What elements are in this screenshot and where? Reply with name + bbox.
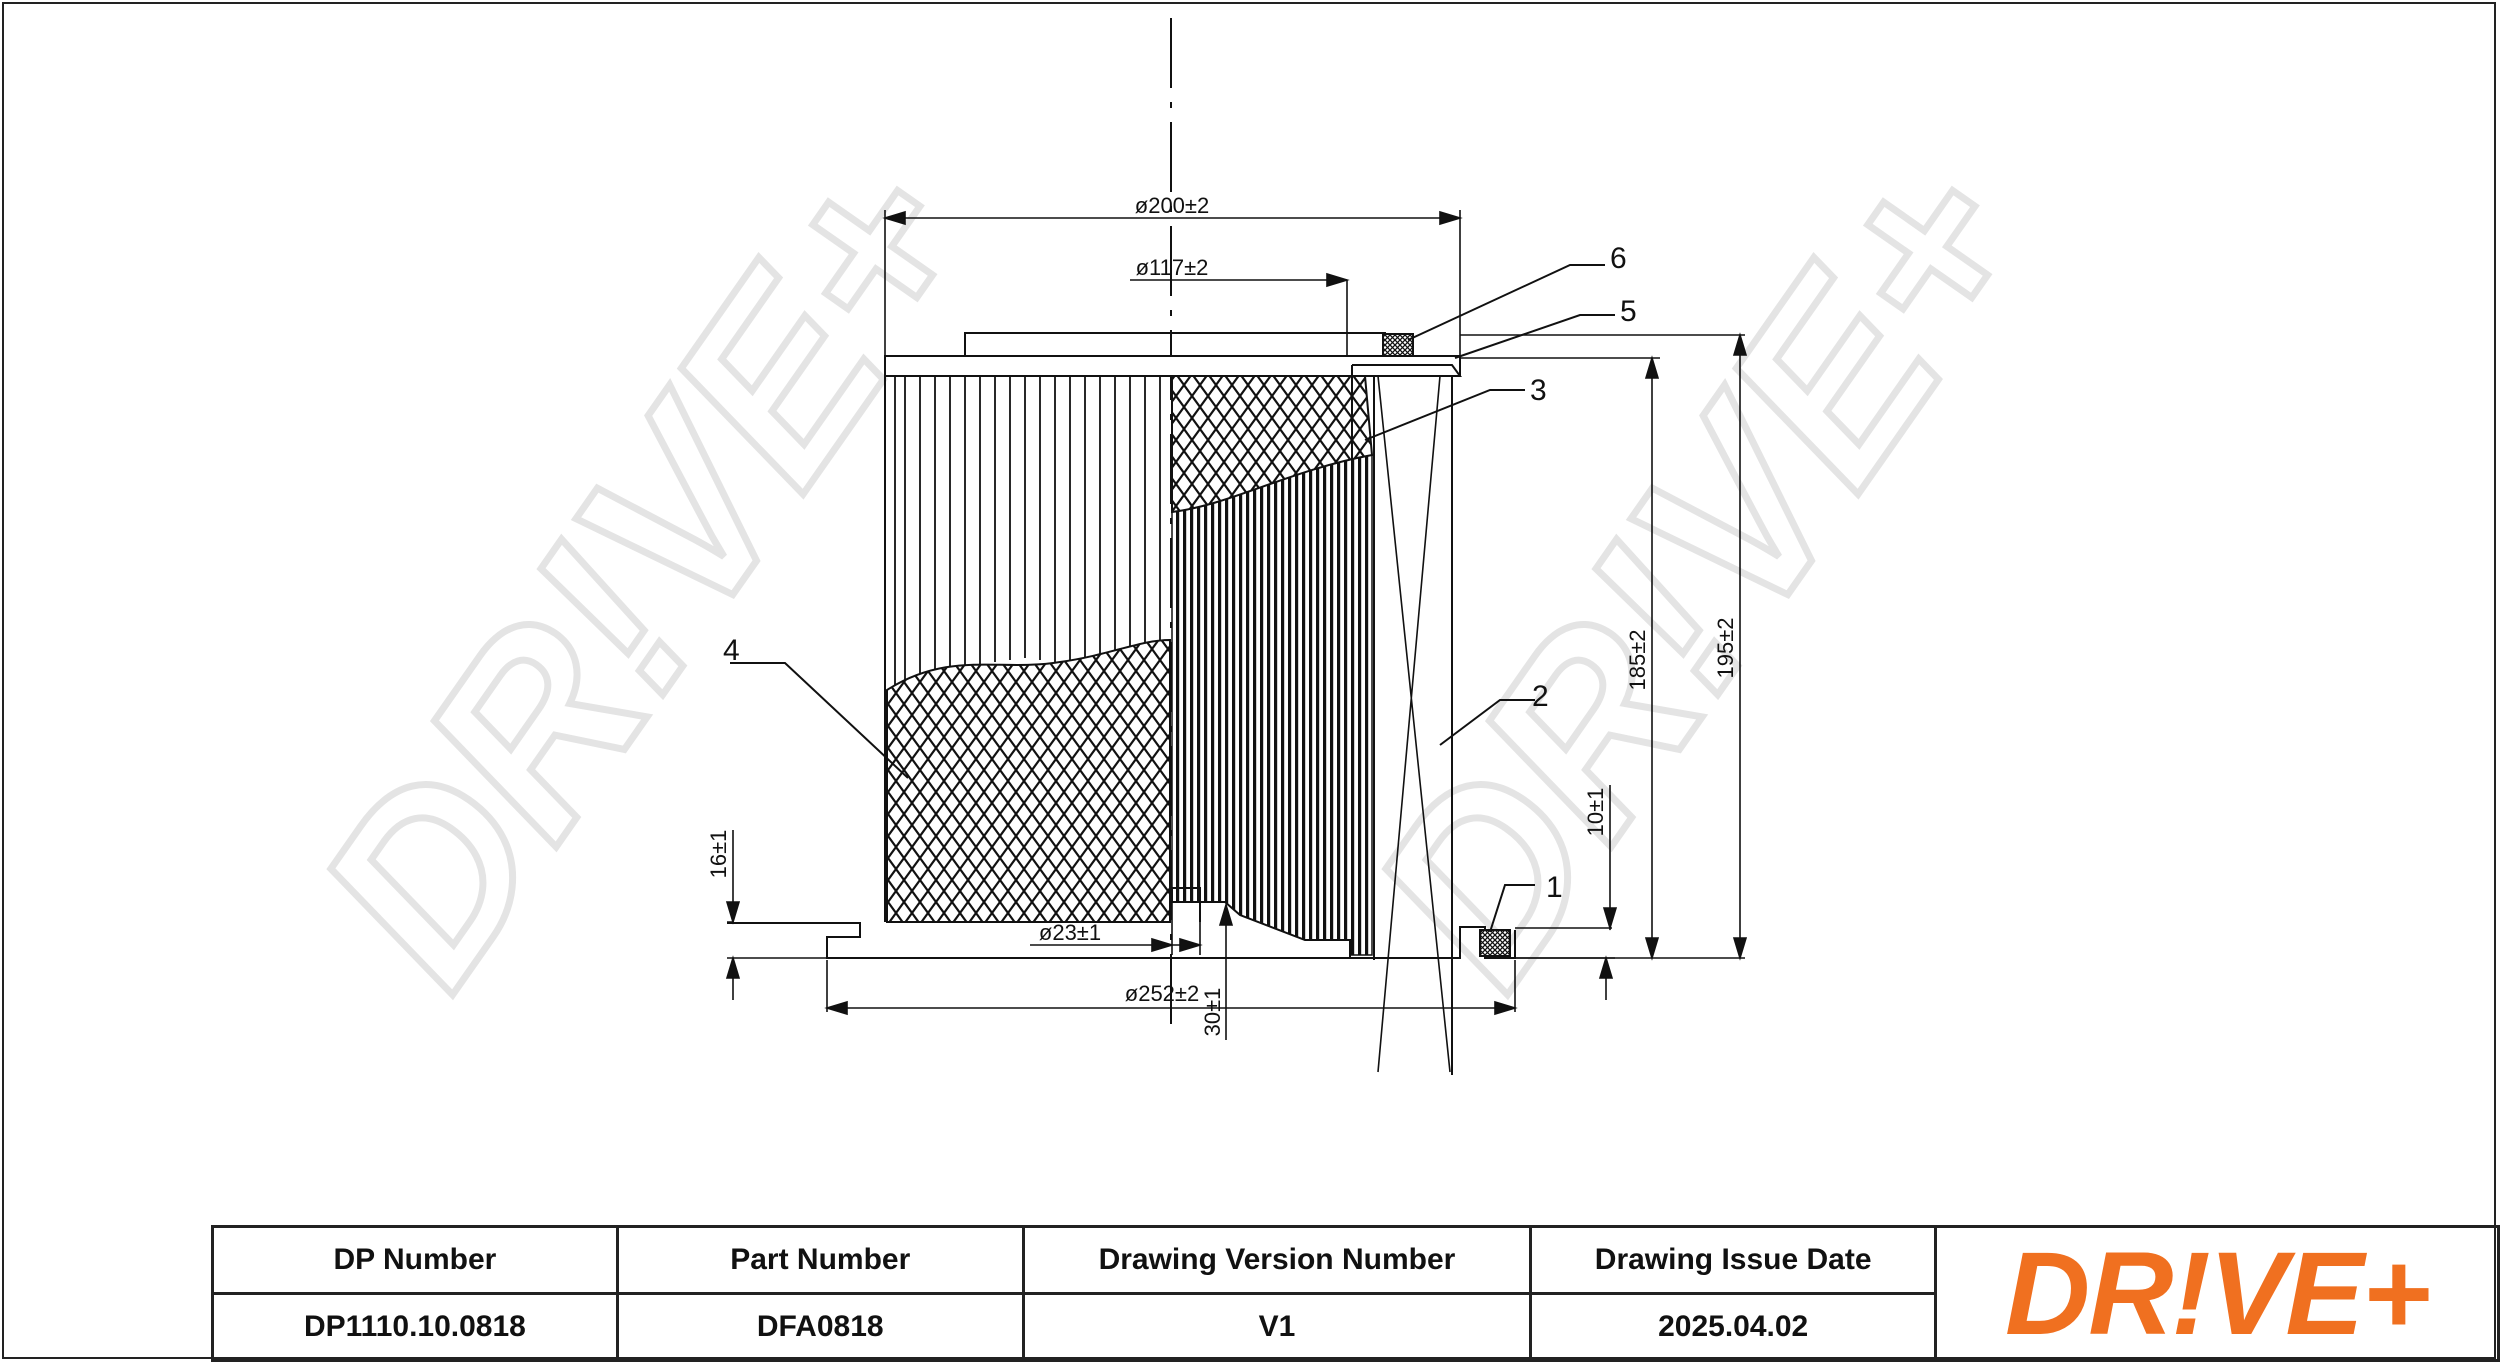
dimension-lines bbox=[725, 210, 1748, 1040]
header-issue-date: Drawing Issue Date bbox=[1529, 1225, 1938, 1295]
dim-outer-diameter: ø200±2 bbox=[1135, 193, 1209, 218]
callout-2: 2 bbox=[1532, 680, 1549, 713]
top-seal bbox=[1382, 333, 1414, 357]
cross-lines bbox=[1377, 375, 1451, 1073]
bottom-seal bbox=[1479, 929, 1511, 957]
top-rim bbox=[964, 332, 1386, 356]
dim-height-30: 30±1 bbox=[1200, 988, 1225, 1037]
value-dp-number: DP1110.10.0818 bbox=[211, 1292, 619, 1362]
logo-cell: DR!VE+ bbox=[1934, 1225, 2500, 1362]
callout-4: 4 bbox=[723, 634, 740, 667]
header-dp-number: DP Number bbox=[211, 1225, 619, 1295]
pleat-media bbox=[1171, 454, 1373, 956]
title-block-value-row: DP1110.10.0818 DFA0818 V1 2025.04.02 bbox=[211, 1292, 2499, 1362]
dim-base-diameter: ø252±2 bbox=[1125, 981, 1199, 1006]
inner-mesh bbox=[1171, 375, 1374, 514]
dim-height-10: 10±1 bbox=[1583, 788, 1608, 837]
title-block: DP Number Part Number Drawing Version Nu… bbox=[211, 1225, 2500, 1362]
callout-1: 1 bbox=[1546, 871, 1563, 904]
value-drawing-version: V1 bbox=[1021, 1292, 1533, 1362]
dim-height-195: 195±2 bbox=[1713, 617, 1738, 678]
dim-inner-diameter: ø117±2 bbox=[1136, 255, 1209, 280]
dim-hole-diameter: ø23±1 bbox=[1039, 920, 1101, 945]
header-part-number: Part Number bbox=[615, 1225, 1025, 1295]
dimension-labels: ø200±2 ø117±2 ø252±2 ø23±1 185±2 195±2 1… bbox=[706, 193, 1738, 1036]
callout-5: 5 bbox=[1620, 295, 1637, 328]
dim-height-185: 185±2 bbox=[1625, 629, 1650, 690]
drive-logo: DR!VE+ bbox=[2005, 1227, 2431, 1360]
callout-6: 6 bbox=[1610, 242, 1627, 275]
callout-3: 3 bbox=[1530, 374, 1547, 407]
title-block-header-row: DP Number Part Number Drawing Version Nu… bbox=[211, 1225, 2500, 1362]
dim-height-16: 16±1 bbox=[706, 830, 731, 879]
value-issue-date: 2025.04.02 bbox=[1529, 1292, 1938, 1362]
pleat-lines bbox=[894, 376, 1161, 690]
callout-numbers: 1 2 3 4 5 6 bbox=[723, 242, 1637, 904]
header-drawing-version: Drawing Version Number bbox=[1021, 1225, 1533, 1295]
value-part-number: DFA0818 bbox=[615, 1292, 1025, 1362]
watermark-text: DR!VE+ bbox=[1320, 112, 2078, 1029]
callout-leaders bbox=[730, 264, 1615, 933]
watermark-right: DR!VE+ bbox=[1316, 108, 2081, 1032]
outer-mesh bbox=[886, 638, 1171, 923]
